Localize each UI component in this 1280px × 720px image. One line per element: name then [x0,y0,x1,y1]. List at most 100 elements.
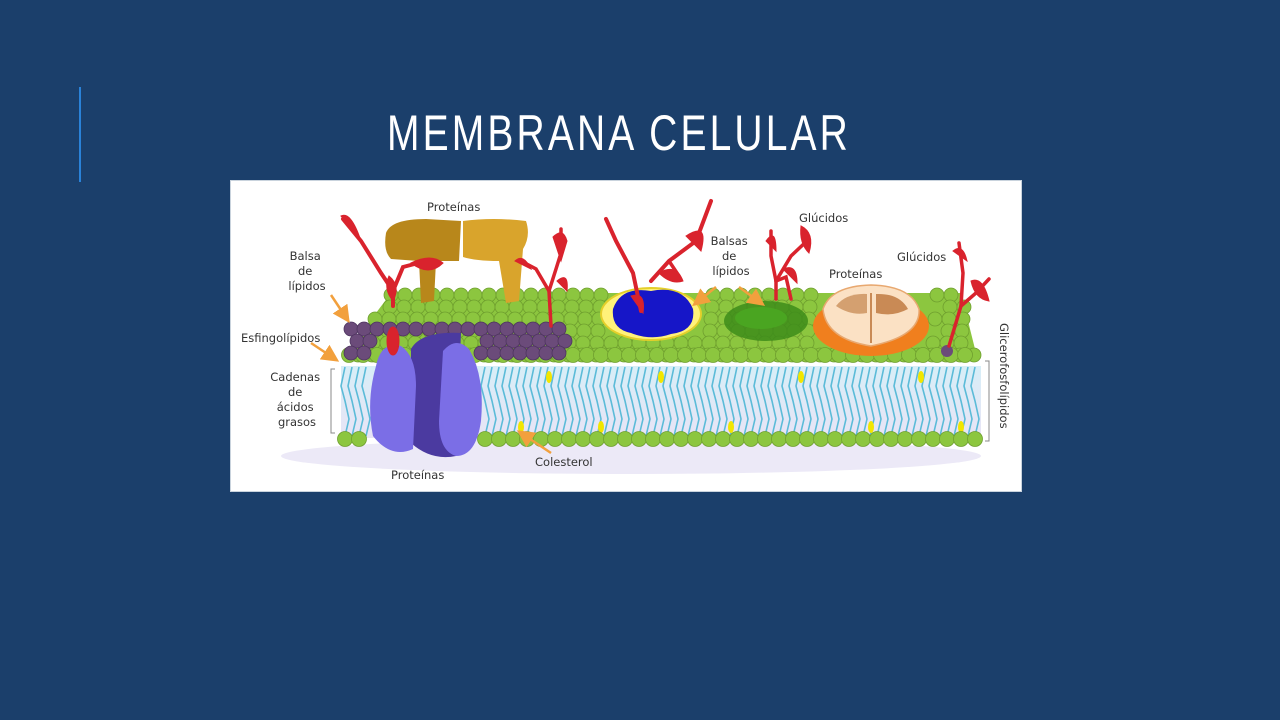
fatty-acid-tail [914,366,924,437]
phospholipid-head [747,347,763,363]
fatty-acid-tail [480,366,490,437]
label-sphingolipids: Esfingolípidos [241,331,320,345]
sphingolipid-head [408,321,424,337]
label-proteins-bottom: Proteínas [391,468,444,482]
phospholipid-head [967,431,983,447]
phospholipid-head [957,347,973,363]
phospholipid-head [663,347,679,363]
phospholipid-head [337,431,353,447]
fatty-acid-tail [536,366,546,437]
phospholipid-head [691,347,707,363]
sphingolipid-head [486,345,502,361]
sphingolipid-head [538,345,554,361]
phospholipid-head [757,431,773,447]
fatty-acid-tail [669,366,679,437]
fatty-acid-tail [718,366,728,437]
fatty-acid-tail [697,366,707,437]
label-proteins-top: Proteínas [427,200,480,214]
fatty-acid-tail [872,366,882,437]
fatty-acid-tail [550,366,560,437]
phospholipid-head [803,347,819,363]
fatty-acid-tail [970,366,980,437]
label-glycans-2: Glúcidos [897,250,946,264]
fatty-acid-tail [641,366,651,437]
sphingolipid-head [551,321,567,337]
fatty-acid-tail [760,366,770,437]
cholesterol [518,421,524,433]
sphingolipid-head [499,345,515,361]
fatty-acid-tail [879,366,889,437]
phospholipid-head [579,347,595,363]
fatty-acid-tail [340,366,350,437]
fatty-acid-tail [830,366,840,437]
phospholipid-head [939,431,955,447]
phospholipid-head [575,431,591,447]
cholesterol [598,421,604,433]
cholesterol [546,371,552,383]
phospholipid-head [603,431,619,447]
fatty-acid-tail [711,366,721,437]
phospholipid-head [631,431,647,447]
fatty-acid-tail [837,366,847,437]
phospholipid-head [589,431,605,447]
fatty-acid-tail [753,366,763,437]
protein-violet [370,332,482,458]
fatty-acid-bracket [330,368,335,434]
fatty-acid-tail [494,366,504,437]
phospholipid-head [789,347,805,363]
phospholipid-head [855,431,871,447]
phospholipid-head [911,431,927,447]
phospholipid-head [799,431,815,447]
fatty-acid-tail [627,366,637,437]
fatty-acid-tail [347,366,357,437]
fatty-acid-tail [907,366,917,437]
sphingolipid-head [557,333,573,349]
fatty-acid-tail [739,366,749,437]
fatty-acid-tail [886,366,896,437]
sphingolipid-raft [343,321,573,361]
phospholipid-head [617,431,633,447]
phospholipid-head [817,347,833,363]
fatty-acid-tail [648,366,658,437]
fatty-acid-tail [606,366,616,437]
phospholipid-head [547,431,563,447]
fatty-acid-tail [795,366,805,437]
fatty-acid-tail [571,366,581,437]
fatty-acid-tail [788,366,798,437]
fatty-acid-tail [487,366,497,437]
fatty-acid-tail [557,366,567,437]
sphingolipid-head [343,345,359,361]
fatty-acid-tail [662,366,672,437]
fatty-acid-tail [732,366,742,437]
label-lipid-raft-left: Balsa de lípidos [288,249,325,293]
fatty-acid-tail [823,366,833,437]
fatty-acid-tail [522,366,532,437]
fatty-acid-tail [704,366,714,437]
sphingolipid-head [460,321,476,337]
fatty-acid-tail [543,366,553,437]
protein-right [813,284,929,356]
label-proteins-right: Proteínas [829,267,882,281]
fatty-acid-tail [802,366,812,437]
phospholipid-head [761,347,777,363]
fatty-acid-tail [949,366,959,437]
label-glycerophospholipids: Glicerofosfolípidos [997,323,1011,429]
phospholipid-head [561,431,577,447]
slide-title: MEMBRANA CELULAR [387,105,851,161]
fatty-acid-tail [655,366,665,437]
phospholipid-head [869,431,885,447]
fatty-acid-tail [585,366,595,437]
phospholipid-head [491,431,507,447]
phospholipid-head [841,431,857,447]
phospholipid-head [775,347,791,363]
sphingolipid-head [473,345,489,361]
fatty-acid-tails [340,366,980,437]
fatty-acid-tail [529,366,539,437]
fatty-acid-tail [851,366,861,437]
fatty-acid-tail [690,366,700,437]
fatty-acid-tail [809,366,819,437]
phospholipid-head [701,431,717,447]
fatty-acid-tail [634,366,644,437]
phospholipid-head [351,431,367,447]
